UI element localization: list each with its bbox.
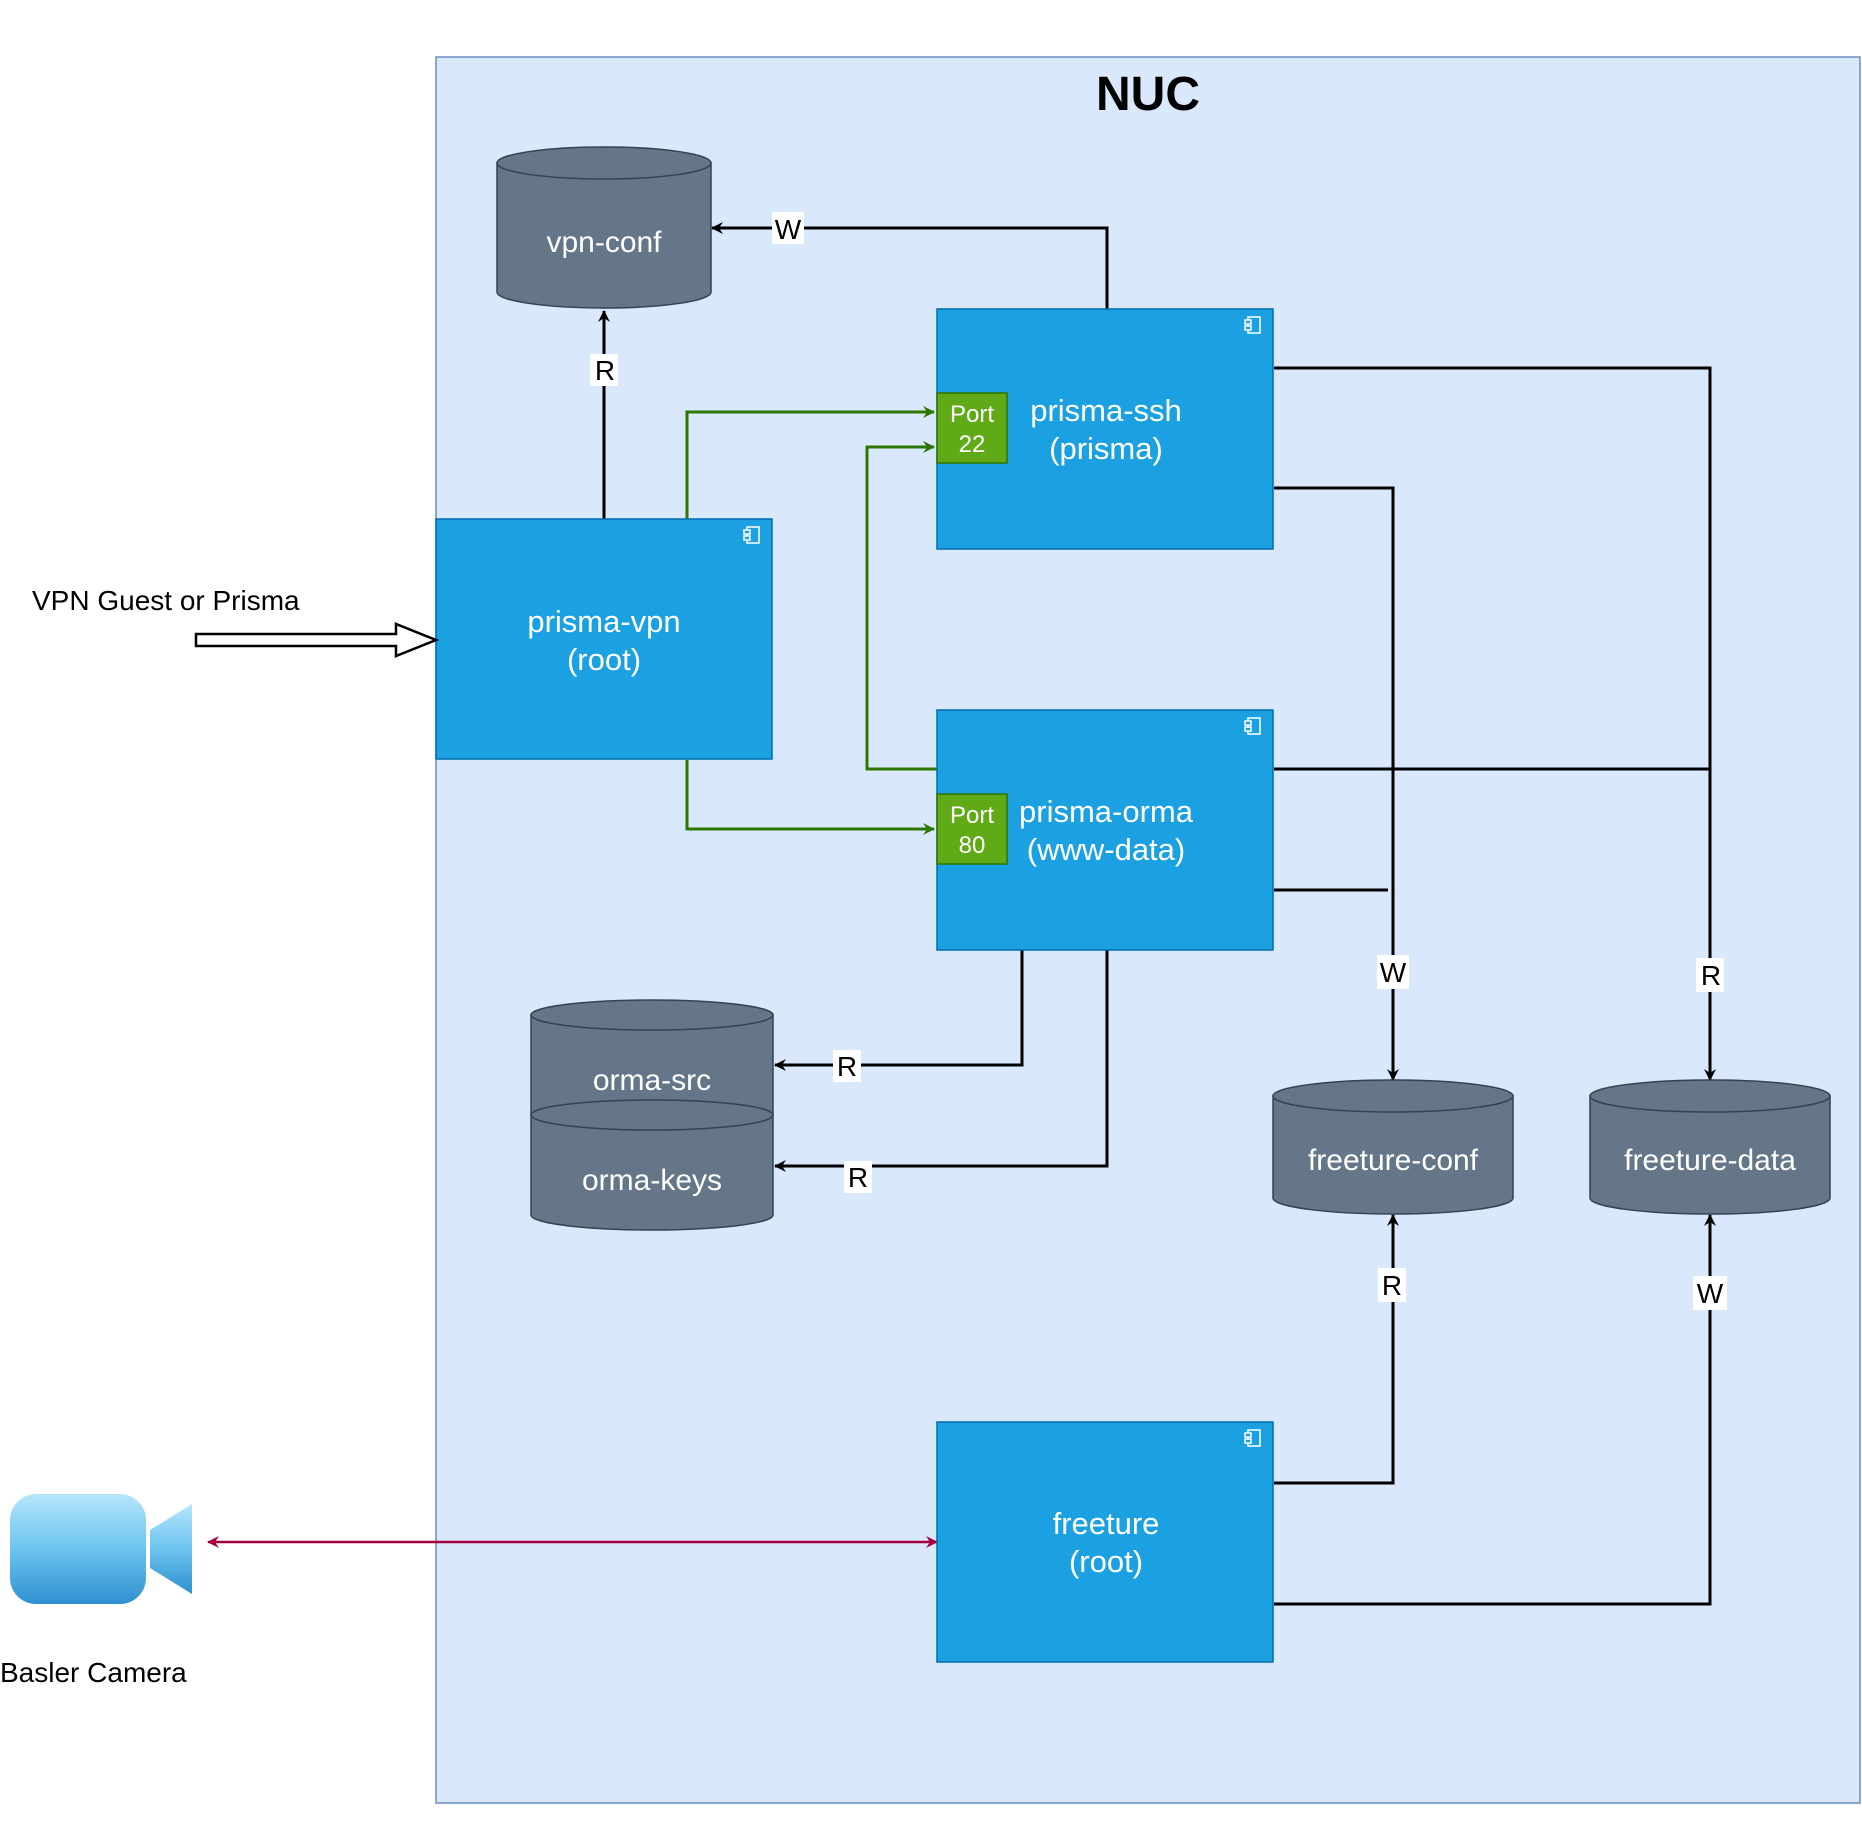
edge-label-r-orma-src: R bbox=[837, 1051, 857, 1082]
edge-ssh-to-freeture-data bbox=[1274, 366, 1716, 1081]
component-freeture[interactable]: freeture (root) bbox=[936, 1421, 1274, 1663]
component-icon bbox=[1244, 717, 1261, 735]
component-prisma-ssh[interactable]: prisma-ssh (prisma) Port 22 bbox=[936, 308, 1274, 550]
video-camera-icon bbox=[10, 1494, 192, 1604]
edge-label-w-freeture-data: W bbox=[1697, 1278, 1724, 1309]
port-22-label: Port bbox=[950, 401, 994, 428]
edge-label-w-vpnconf: W bbox=[775, 214, 802, 245]
prisma-ssh-user: (prisma) bbox=[1049, 431, 1163, 466]
edge-label-r-orma-keys: R bbox=[848, 1162, 868, 1193]
database-freeture-conf[interactable]: freeture-conf bbox=[1272, 1079, 1514, 1215]
orma-src-label: orma-src bbox=[593, 1064, 711, 1097]
edge-label-r-freeture-conf: R bbox=[1382, 1270, 1402, 1301]
database-orma-src[interactable]: orma-src bbox=[530, 999, 774, 1116]
prisma-vpn-user: (root) bbox=[567, 642, 641, 677]
hollow-arrow-icon bbox=[194, 622, 440, 658]
edge-vpn-to-port80 bbox=[685, 760, 935, 835]
edge-label-r-freeture-data: R bbox=[1701, 960, 1721, 991]
prisma-ssh-name: prisma-ssh bbox=[1030, 393, 1182, 428]
prisma-orma-user: (www-data) bbox=[1027, 832, 1185, 867]
edge-freeture-to-conf bbox=[1274, 1214, 1399, 1485]
port-80[interactable]: Port 80 bbox=[936, 793, 1008, 865]
edge-label-w-freeture-conf: W bbox=[1380, 957, 1407, 988]
edge-orma-to-keys bbox=[774, 950, 1109, 1172]
edge-orma-to-port22 bbox=[865, 441, 937, 771]
edge-ssh-to-vpnconf bbox=[711, 222, 1109, 309]
prisma-vpn-name: prisma-vpn bbox=[527, 604, 680, 639]
database-vpn-conf[interactable]: vpn-conf bbox=[496, 146, 712, 309]
vpn-conf-label: vpn-conf bbox=[546, 226, 662, 259]
edge-freeture-to-data bbox=[1274, 1214, 1716, 1606]
component-prisma-vpn[interactable]: prisma-vpn (root) bbox=[435, 518, 773, 760]
freeture-user: (root) bbox=[1069, 1544, 1143, 1579]
component-icon bbox=[1244, 316, 1261, 334]
freeture-conf-label: freeture-conf bbox=[1308, 1144, 1479, 1177]
camera-label: Basler Camera bbox=[0, 1657, 187, 1688]
port-80-number: 80 bbox=[959, 832, 986, 859]
freeture-data-label: freeture-data bbox=[1624, 1144, 1796, 1177]
port-22[interactable]: Port 22 bbox=[936, 392, 1008, 464]
component-prisma-orma[interactable]: prisma-orma (www-data) Port 80 bbox=[936, 709, 1274, 951]
edge-ssh-to-freeture-conf bbox=[1274, 486, 1399, 1081]
orma-keys-label: orma-keys bbox=[582, 1164, 722, 1197]
vpn-guest-label: VPN Guest or Prisma bbox=[32, 585, 300, 616]
database-freeture-data[interactable]: freeture-data bbox=[1589, 1079, 1831, 1215]
prisma-orma-name: prisma-orma bbox=[1019, 794, 1194, 829]
component-icon bbox=[1244, 1429, 1261, 1447]
port-22-number: 22 bbox=[959, 431, 986, 458]
component-icon bbox=[743, 526, 760, 544]
edge-vpn-to-port22 bbox=[685, 406, 935, 519]
nuc-title: NUC bbox=[1096, 68, 1200, 121]
database-orma-keys[interactable]: orma-keys bbox=[530, 1099, 774, 1231]
port-80-label: Port bbox=[950, 802, 994, 829]
freeture-name: freeture bbox=[1053, 1506, 1160, 1541]
edge-label-r-vpnconf: R bbox=[595, 355, 615, 386]
